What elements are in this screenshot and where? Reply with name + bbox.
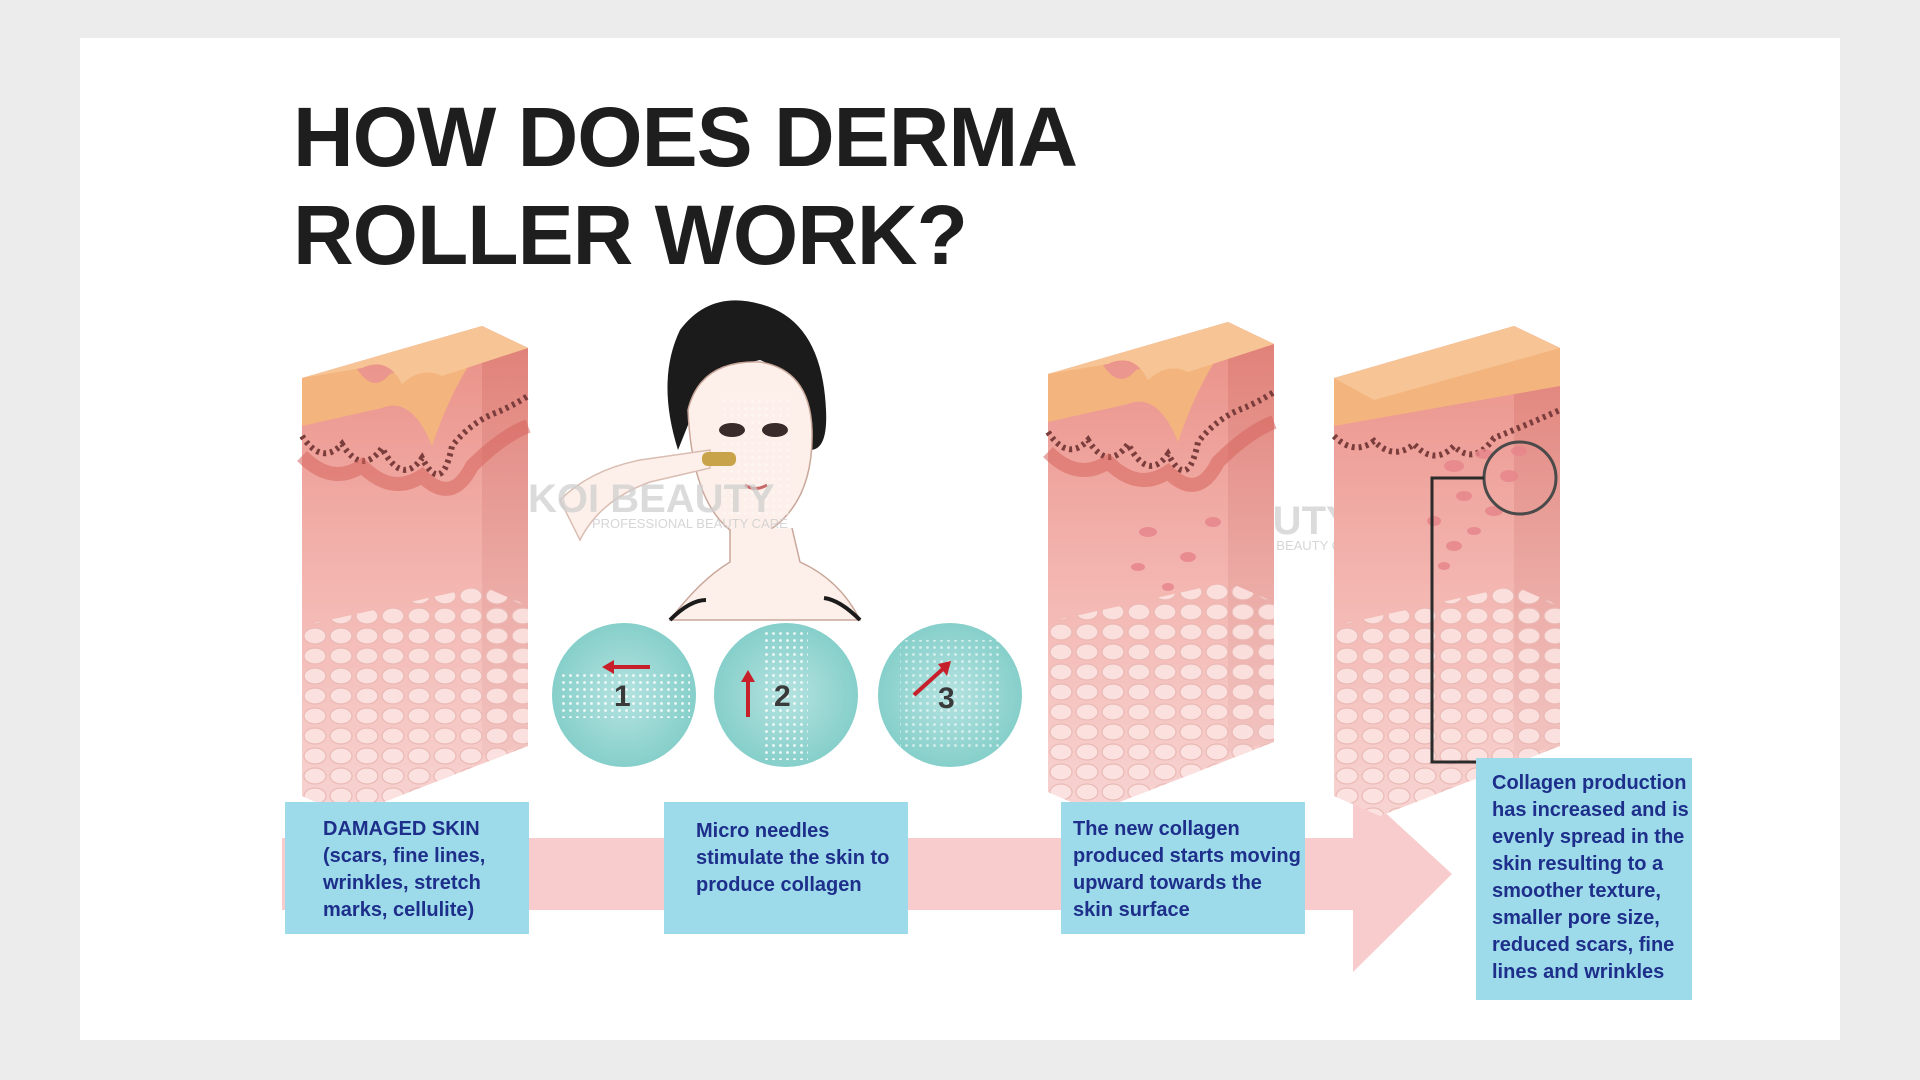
- step-result-line-1: Collagen production: [1492, 772, 1687, 794]
- step-box-damaged: DAMAGED SKIN (scars, fine lines, wrinkle…: [285, 802, 529, 934]
- step-collagen-line-1: The new collagen: [1073, 818, 1240, 840]
- skin-diagram-result: [1331, 326, 1562, 816]
- watermark-1: KOI BEAUTY PROFESSIONAL BEAUTY CARE: [528, 477, 788, 531]
- connector-line: [1430, 476, 1484, 764]
- step-result-line-2: has increased and is: [1492, 799, 1689, 821]
- step-micro-line-1: Micro needles: [696, 820, 830, 842]
- svg-text:2: 2: [774, 680, 791, 713]
- skin-diagram-damaged: [297, 326, 531, 816]
- step-collagen-line-3: upward towards the: [1073, 872, 1262, 894]
- title-line-2: ROLLER WORK?: [293, 188, 968, 282]
- svg-text:KOI BEAUTY: KOI BEAUTY: [528, 477, 775, 521]
- step-result-line-4: skin resulting to a: [1492, 853, 1664, 875]
- step-result-line-8: lines and wrinkles: [1492, 961, 1665, 983]
- step-damaged-line-2: (scars, fine lines,: [323, 845, 486, 867]
- step-result-line-7: reduced scars, fine: [1492, 934, 1675, 956]
- step-box-micro: Micro needles stimulate the skin to prod…: [664, 802, 908, 934]
- step-result-line-5: smoother texture,: [1492, 880, 1661, 902]
- step-damaged-line-1: DAMAGED SKIN: [323, 818, 480, 840]
- roller-direction-3: 3: [878, 623, 1022, 767]
- svg-text:3: 3: [938, 682, 955, 715]
- step-result-line-3: evenly spread in the: [1492, 826, 1685, 848]
- step-box-collagen-moving: The new collagen produced starts moving …: [1061, 802, 1305, 934]
- step-damaged-line-4: marks, cellulite): [323, 899, 475, 921]
- step-result-line-6: smaller pore size,: [1492, 907, 1660, 929]
- step-collagen-line-2: produced starts moving: [1073, 845, 1301, 867]
- step-damaged-line-3: wrinkles, stretch: [323, 872, 481, 894]
- direction-arrow-icon: [912, 665, 947, 697]
- roller-direction-1: 1: [552, 623, 696, 767]
- derma-roller-icon: [559, 449, 736, 542]
- face-illustration: [559, 300, 862, 622]
- roller-direction-2: 2: [714, 623, 858, 767]
- step-box-result: Collagen production has increased and is…: [1476, 758, 1692, 1000]
- step-collagen-line-4: skin surface: [1073, 899, 1190, 921]
- title-line-1: HOW DOES DERMA: [293, 90, 1078, 184]
- skin-diagram-collagen-moving: [1043, 322, 1277, 812]
- svg-text:PROFESSIONAL BEAUTY CARE: PROFESSIONAL BEAUTY CARE: [592, 516, 788, 531]
- step-micro-line-3: produce collagen: [696, 874, 862, 896]
- step-micro-line-2: stimulate the skin to: [696, 847, 890, 869]
- svg-text:1: 1: [614, 680, 631, 713]
- page-title: HOW DOES DERMA ROLLER WORK?: [293, 88, 1078, 284]
